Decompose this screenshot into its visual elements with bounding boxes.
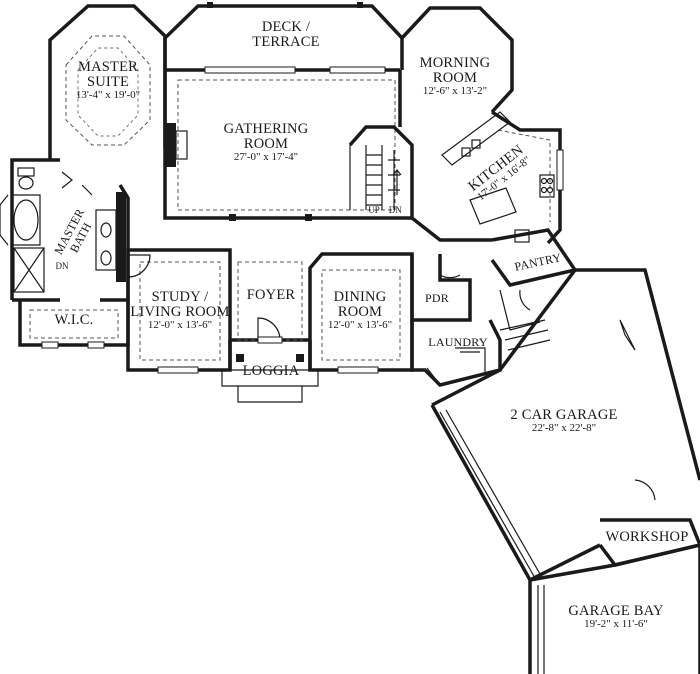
gathering-dims: 27'-0" x 17'-4" [233, 151, 299, 164]
bath-dn-label: DN [50, 261, 74, 271]
pdr-label: PDR [414, 292, 460, 305]
master-suite-name-2: SUITE [86, 74, 130, 91]
deck-name-1: DECK / [261, 19, 311, 35]
fireplace [166, 123, 188, 167]
dining-dims: 12'-0" x 13'-6" [327, 319, 393, 332]
loggia-label: LOGGIA [236, 363, 306, 379]
morning-name-2: ROOM [432, 70, 478, 87]
study-label: STUDY / LIVING ROOM 12'-0" x 13'-6" [126, 289, 234, 332]
study-dims: 12'-0" x 13'-6" [147, 319, 213, 332]
master-suite-label: MASTER SUITE 13'-4" x 19'-0" [58, 59, 158, 102]
morning-dims: 12'-6" x 13'-2" [422, 85, 488, 98]
master-suite-name-1: MASTER [77, 59, 138, 75]
deck-door [204, 66, 296, 74]
garage-name: 2 CAR GARAGE [510, 407, 618, 423]
morning-label: MORNING ROOM 12'-6" x 13'-2" [405, 55, 505, 98]
stairs-label: UP DN [355, 205, 415, 215]
garage-bay-dims: 19'-2" x 11'-6" [584, 618, 648, 631]
loggia-name: LOGGIA [242, 363, 300, 379]
stairs-up: UP [368, 205, 380, 215]
garage-bay-name: GARAGE BAY [568, 603, 664, 619]
shower [13, 247, 45, 293]
garage-bay-label: GARAGE BAY 19'-2" x 11'-6" [556, 603, 676, 631]
master-bath-wall [10, 158, 130, 302]
deck-name-2: TERRACE [252, 34, 320, 51]
deck-label: DECK / TERRACE [226, 19, 346, 51]
stairs-dn: DN [388, 205, 402, 215]
toilet [17, 167, 35, 190]
wic-name: W.I.C. [54, 312, 94, 328]
kitchen-wall [410, 110, 562, 245]
morning-name-1: MORNING [419, 55, 491, 71]
loggia-steps [221, 369, 319, 403]
master-suite-dims: 13'-4" x 19'-0" [75, 89, 141, 102]
study-name-2: LIVING ROOM [130, 304, 230, 321]
kitchen-ceiling [497, 129, 551, 222]
workshop-wall [598, 518, 700, 567]
columns [229, 214, 312, 221]
laundry-label: LAUNDRY [420, 336, 496, 349]
dining-name-2: ROOM [337, 304, 383, 321]
dining-name-1: DINING [333, 289, 387, 305]
stairs [348, 125, 414, 218]
dining-label: DINING ROOM 12'-0" x 13'-6" [312, 289, 408, 332]
master-suite-ceiling [65, 35, 151, 146]
morning-room-wall [398, 6, 514, 127]
workshop-name: WORKSHOP [605, 529, 689, 545]
garage-bay-wall [528, 543, 700, 674]
foyer-label: FOYER [236, 287, 306, 303]
garage-label: 2 CAR GARAGE 22'-8" x 22'-8" [494, 407, 634, 435]
foyer-name: FOYER [246, 287, 296, 303]
gathering-name-2: ROOM [243, 136, 289, 153]
workshop-label: WORKSHOP [600, 529, 694, 545]
bathtub [0, 194, 41, 246]
pdr-name: PDR [425, 291, 449, 305]
vanity [95, 192, 126, 282]
bath-dn: DN [55, 261, 69, 271]
garage-dims: 22'-8" x 22'-8" [531, 422, 597, 435]
gathering-name-1: GATHERING [223, 121, 309, 137]
pdr-wall [410, 254, 472, 322]
wic-label: W.I.C. [24, 312, 124, 328]
study-name-1: STUDY / [151, 289, 209, 305]
gathering-ceiling [177, 79, 396, 211]
laundry-name: LAUNDRY [428, 335, 488, 349]
gathering-label: GATHERING ROOM 27'-0" x 17'-4" [206, 121, 326, 164]
deck-railing [207, 2, 363, 8]
